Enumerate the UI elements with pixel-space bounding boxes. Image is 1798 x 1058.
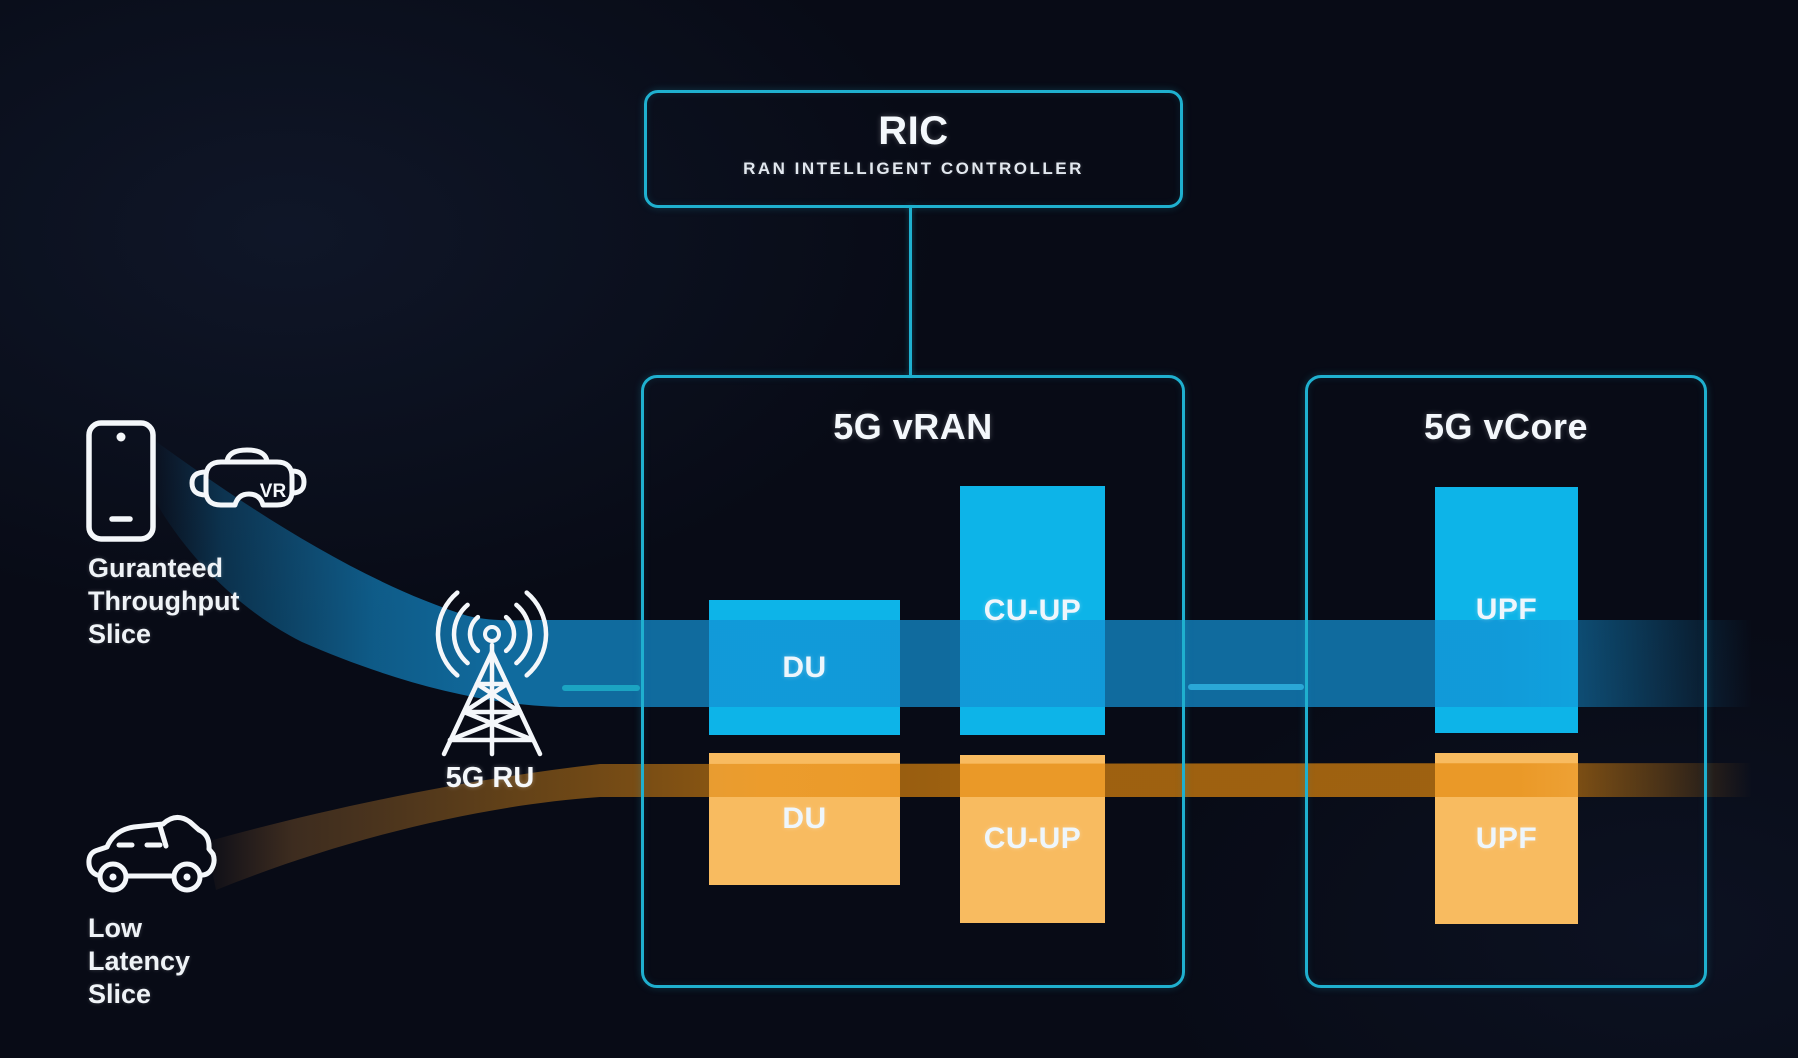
vran-to-vcore-link-dash [1188,684,1304,690]
throughput-slice-band [150,437,1752,707]
ric-vran-connector-line [909,205,912,377]
cuup-latency-label: CU-UP [983,822,1082,855]
cuup-throughput-label: CU-UP [983,593,1082,627]
ru-label: 5G RU [445,762,535,794]
ric-box: RIC RAN INTELLIGENT CONTROLLER [644,90,1183,208]
vcore-title: 5G vCore [1423,406,1589,447]
ric-title: RIC [878,109,949,153]
ric-subtitle: RAN INTELLIGENT CONTROLLER [743,159,1084,178]
latency-slice-band [206,763,1752,890]
upf-throughput-label: UPF [1475,593,1538,626]
upf-latency-label: UPF [1475,821,1538,855]
du-latency-label: DU [782,802,827,835]
ru-to-vran-link-dash [562,685,640,691]
guaranteed-throughput-slice-label: Guranteed Throughput Slice [88,553,240,649]
low-latency-slice-label: Low Latency Slice [88,913,191,1009]
vran-box: 5G vRAN [641,375,1185,988]
du-throughput-label: DU [782,650,827,684]
vcore-box: 5G vCore [1305,375,1707,988]
vran-title: 5G vRAN [833,406,993,447]
